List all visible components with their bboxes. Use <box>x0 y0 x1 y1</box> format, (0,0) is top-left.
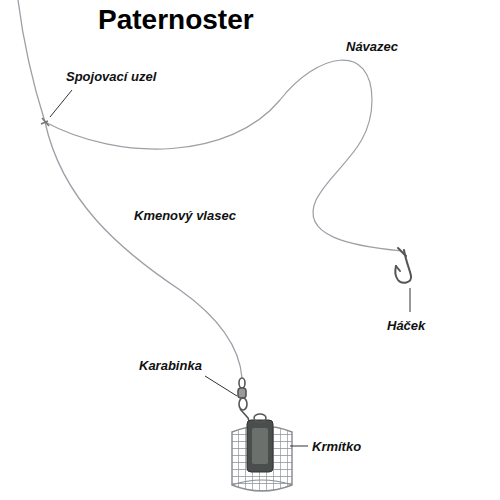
part-label: Spojovací uzel <box>66 69 156 84</box>
hook-link <box>45 60 402 251</box>
part-label: Háček <box>387 318 425 333</box>
title: Paternoster <box>98 4 254 36</box>
hook <box>395 248 411 283</box>
main-line <box>18 0 242 378</box>
part-label: Krmítko <box>312 439 361 454</box>
part-label: Návazec <box>346 39 398 54</box>
part-label: Karabinka <box>139 358 202 373</box>
feeder-cage <box>232 414 292 491</box>
leader-lines <box>50 90 410 446</box>
knot <box>41 118 49 126</box>
part-label: Kmenový vlasec <box>134 208 236 223</box>
